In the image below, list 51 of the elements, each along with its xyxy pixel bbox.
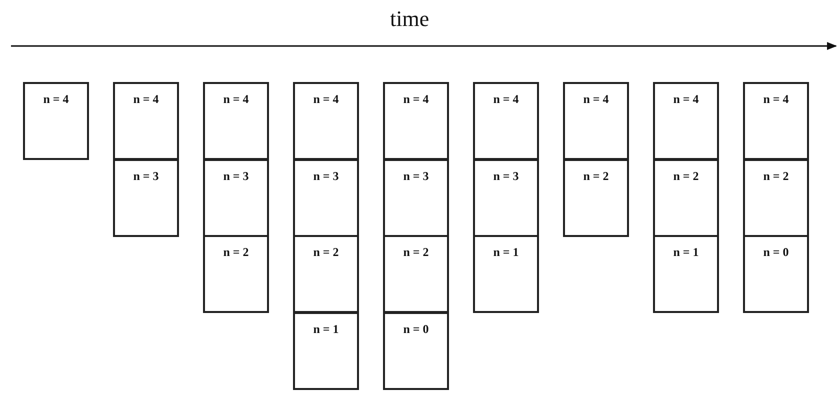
frame-label: n = 2	[582, 168, 610, 184]
stack-frame-box	[383, 312, 449, 390]
frame-label: n = 2	[312, 245, 340, 260]
stack-frame-box	[563, 158, 629, 236]
stack-frame-box	[203, 158, 269, 236]
frame-label: n = 2	[402, 245, 430, 260]
frame-label: n = 4	[582, 92, 610, 107]
stack-frame-box	[113, 158, 179, 236]
stack-frame-box	[293, 312, 359, 390]
frame-label: n = 4	[672, 92, 700, 107]
frame-label: n = 2	[672, 168, 700, 184]
frame-label: n = 4	[222, 92, 250, 107]
frame-label: n = 4	[402, 92, 430, 107]
stack-frame-box	[473, 158, 539, 236]
stack-frame-box	[23, 82, 89, 160]
stack-frame-box	[473, 82, 539, 160]
stack-frame-box	[203, 82, 269, 160]
stack-frame-box	[473, 235, 539, 313]
frame-label: n = 0	[402, 322, 430, 336]
stack-frame-box	[743, 82, 809, 160]
stack-frame-box	[653, 235, 719, 313]
stack-frame-box	[203, 235, 269, 313]
stack-frame-box	[293, 235, 359, 313]
stack-frame-box	[383, 82, 449, 160]
frame-label: n = 2	[762, 168, 790, 184]
stack-frame-box	[743, 158, 809, 236]
stack-frame-box	[743, 235, 809, 313]
stack-frame-box	[383, 235, 449, 313]
frame-label: n = 3	[402, 168, 430, 184]
frame-label: n = 1	[492, 245, 520, 260]
stack-frame-box	[653, 158, 719, 236]
stack-frame-box	[563, 82, 629, 160]
frame-label: n = 4	[492, 92, 520, 107]
stack-frame-box	[113, 82, 179, 160]
frame-label: n = 3	[132, 168, 160, 184]
frame-label: n = 3	[222, 168, 250, 184]
stack-frame-box	[293, 82, 359, 160]
stack-frame-box	[653, 82, 719, 160]
frame-label: n = 4	[132, 92, 160, 107]
frame-label: n = 3	[492, 168, 520, 184]
stack-frame-box	[383, 158, 449, 236]
frame-label: n = 0	[762, 245, 790, 260]
axis-label: time	[390, 6, 430, 32]
frame-label: n = 1	[312, 322, 340, 336]
frame-label: n = 1	[672, 245, 700, 260]
frame-label: n = 4	[762, 92, 790, 107]
frame-label: n = 4	[312, 92, 340, 107]
frame-label: n = 2	[222, 245, 250, 260]
frame-label: n = 4	[42, 92, 70, 107]
stack-frame-box	[293, 158, 359, 236]
frame-label: n = 3	[312, 168, 340, 184]
